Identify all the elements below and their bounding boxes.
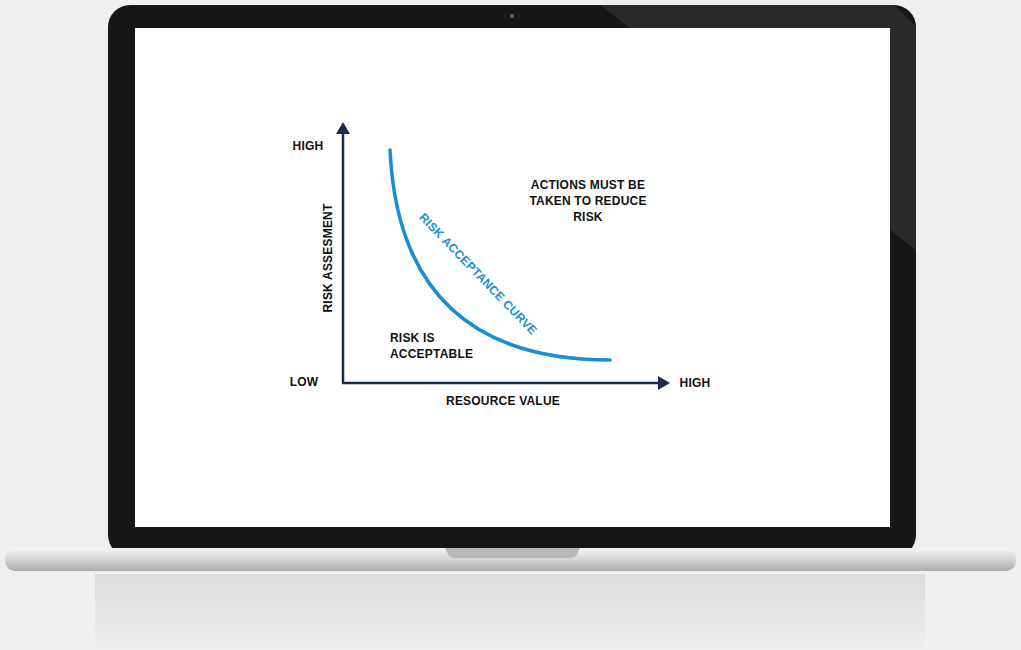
- reflection: [95, 574, 925, 650]
- axis-high-label: HIGH: [293, 138, 324, 154]
- screen: [135, 28, 890, 527]
- laptop-bezel: [108, 5, 916, 557]
- y-axis-arrowhead: [336, 122, 350, 134]
- axis-high-label: HIGH: [680, 375, 711, 391]
- x-axis-title: RESOURCE VALUE: [446, 393, 560, 409]
- y-axis-title: RISK ASSESMENT: [320, 203, 336, 312]
- region-note: RISK IS ACCEPTABLE: [390, 330, 494, 362]
- camera: [510, 14, 514, 18]
- x-axis-arrowhead: [658, 376, 670, 390]
- axis-low-label: LOW: [290, 374, 319, 390]
- x-axis: [342, 382, 660, 385]
- base-notch: [445, 548, 580, 558]
- curve-label: RISK ACCEPTANCE CURVE: [416, 210, 541, 339]
- laptop-base: [5, 548, 1016, 571]
- y-axis: [342, 132, 345, 383]
- region-note: ACTIONS MUST BE TAKEN TO REDUCE RISK: [513, 177, 663, 225]
